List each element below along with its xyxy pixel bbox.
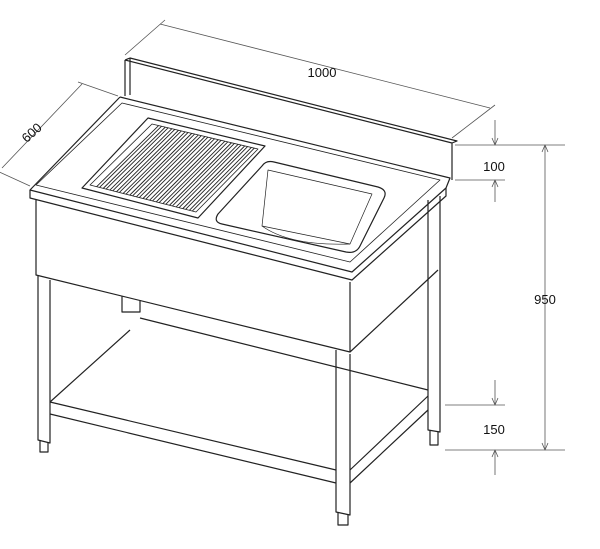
drainer-groove (152, 138, 215, 202)
drainer-groove (189, 147, 252, 211)
drainer-groove (175, 143, 239, 208)
drainer-groove (165, 141, 229, 205)
drainer-groove (162, 140, 226, 204)
drainer-groove (155, 139, 219, 203)
apron (35, 200, 439, 353)
undershelf (49, 317, 429, 484)
drainer-groove (129, 133, 193, 196)
height-dimension: 950 (534, 292, 556, 307)
upstand (124, 57, 458, 180)
width-dimension: 1000 (308, 65, 337, 80)
drainer-groove (149, 137, 212, 201)
drainer-groove (139, 135, 202, 198)
drainer-groove (132, 133, 196, 197)
dimension-lines (0, 19, 565, 475)
drainer-groove (142, 136, 206, 199)
worktop (29, 96, 451, 281)
drainer-groove (116, 129, 179, 193)
drainer-groove (119, 130, 182, 193)
depth-dimension: 600 (19, 120, 45, 146)
drainer-groove (182, 145, 246, 209)
drainer-groove (185, 146, 249, 210)
upstand-dimension: 100 (483, 159, 505, 174)
drainer-groove (122, 131, 186, 194)
drainer-groove (99, 125, 162, 188)
drainer-groove (172, 143, 235, 207)
drainer-groove (158, 139, 222, 203)
drainer-groove (102, 126, 166, 189)
sink-bowl (215, 160, 386, 253)
drainer-groove (192, 147, 255, 212)
drainer-groove (145, 136, 209, 200)
drainer-grooves (81, 117, 266, 219)
drainer-groove (109, 128, 173, 191)
drainer-groove (178, 144, 242, 208)
drainer-groove (125, 132, 189, 195)
drainer-groove (96, 125, 159, 188)
shelf-height-dimension: 150 (483, 422, 505, 437)
drainer-groove (136, 134, 199, 198)
drainer-groove (169, 142, 232, 206)
drainer-groove (112, 128, 176, 191)
legs (37, 196, 441, 526)
drainer-groove (105, 127, 169, 190)
